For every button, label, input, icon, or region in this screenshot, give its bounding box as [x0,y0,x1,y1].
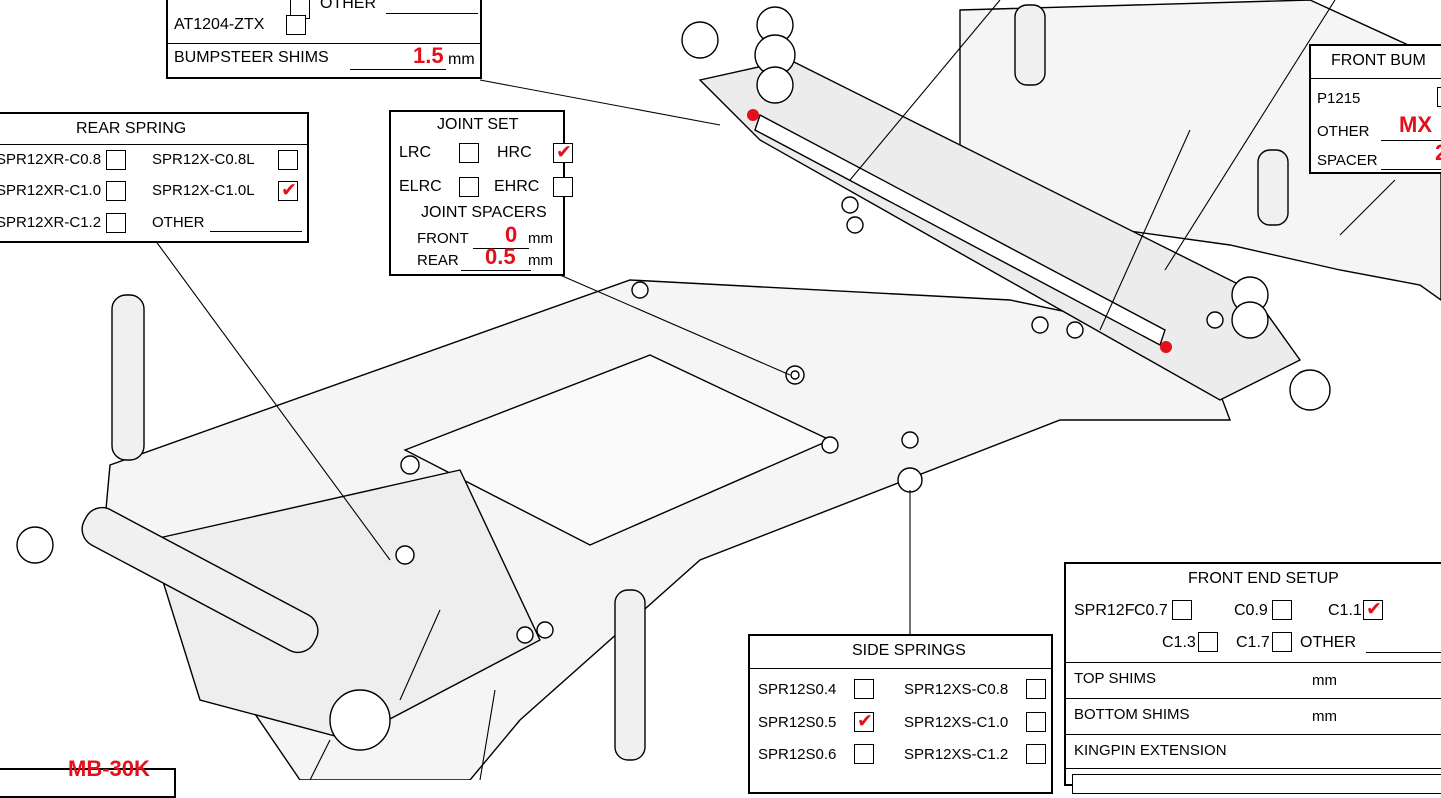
joint-front-unit: mm [528,230,553,247]
bottom-left-value: MB-30K [68,756,150,781]
joint-set-item-label: EHRC [494,178,540,195]
rear-spring-item-label: SPR12XR-C0.8 [0,151,102,168]
bumpsteer-box: OTHER AT1204-ZTX BUMPSTEER SHIMS 1.5 mm [166,0,482,79]
rear-spring-checkbox[interactable] [278,150,298,170]
body-post-rear [111,294,145,461]
rear-spring-checkbox[interactable] [106,181,126,201]
bottom-shims-label: BOTTOM SHIMS [1074,706,1190,723]
side-springs-title: SIDE SPRINGS [852,642,966,659]
check-icon: ✔ [857,711,873,732]
front-end-title: FRONT END SETUP [1188,570,1339,587]
body-post-mid [614,589,646,761]
front-end-item-label: C0.9 [1234,602,1268,619]
joint-set-box: JOINT SET LRC HRC ✔ ELRC EHRC JOINT SPAC… [389,110,573,276]
joint-rear-unit: mm [528,252,553,269]
front-bumper-other-label: OTHER [1317,123,1370,140]
joint-set-checkbox[interactable] [553,177,573,197]
joint-rear-label: REAR [417,252,459,269]
joint-rear-value: 0.5 [485,244,516,269]
side-spring-checkbox[interactable] [1026,712,1046,732]
bumpsteer-unit: mm [448,51,475,68]
rear-spring-box: REAR SPRING SPR12XR-C0.8 SPR12XR-C1.0 SP… [0,112,309,243]
front-end-item-label: C1.3 [1162,634,1196,651]
front-end-setup-box: FRONT END SETUP SPR12F C0.7 C0.9 C1.1 ✔ … [1064,562,1441,794]
other-label: OTHER [320,0,376,12]
joint-set-title: JOINT SET [437,116,519,133]
rear-spring-item-label: SPR12XR-C1.2 [0,214,102,231]
rear-spring-item-label: SPR12XR-C1.0 [0,182,102,199]
joint-set-item-label: HRC [497,144,532,161]
front-bumper-checkbox[interactable] [1437,87,1441,107]
body-post-front-right [1257,149,1289,226]
kingpin-label: KINGPIN EXTENSION [1074,742,1227,759]
bottom-left-box: MB-30K [0,758,176,798]
chassis-diagram [16,0,1441,780]
side-springs-box: SIDE SPRINGS SPR12S0.4 SPR12S0.5 ✔ SPR12… [748,634,1053,794]
joint-set-checkbox-checked[interactable]: ✔ [553,142,573,163]
rear-pod-plate [149,469,541,741]
front-bumper-other-value: MX [1399,112,1432,137]
front-bumper-title: FRONT BUM [1331,52,1426,69]
front-end-spring-label: SPR12F [1074,602,1135,619]
side-spring-checkbox[interactable] [854,744,874,764]
joint-set-item-label: LRC [399,144,432,161]
bottom-shims-unit: mm [1312,708,1337,725]
check-icon: ✔ [281,180,297,201]
rear-spring-checkbox[interactable] [106,213,126,233]
side-spring-item-label: SPR12XS-C0.8 [904,681,1009,698]
front-end-item-label: C0.7 [1134,602,1168,619]
side-spring-item-label: SPR12XS-C1.2 [904,746,1009,763]
front-end-item-label: C1.7 [1236,634,1270,651]
part-label: AT1204-ZTX [174,16,265,33]
front-bumper-part-label: P1215 [1317,90,1361,107]
front-end-checkbox[interactable] [1198,632,1218,652]
front-bumper-box: FRONT BUM P1215 OTHER MX SPACER 2 [1309,44,1441,174]
rear-spring-checkbox-checked[interactable]: ✔ [278,180,298,201]
side-spring-checkbox-checked[interactable]: ✔ [854,711,874,732]
joint-front-label: FRONT [417,230,469,247]
check-icon: ✔ [556,142,572,163]
front-bumper-spacer-value: 2 [1435,142,1441,164]
joint-set-item-label: ELRC [399,178,442,195]
side-spring-checkbox[interactable] [1026,744,1046,764]
front-end-checkbox-checked[interactable]: ✔ [1363,599,1383,620]
front-end-checkbox[interactable] [1172,600,1192,620]
front-end-item-label: OTHER [1300,634,1356,651]
joint-set-checkbox[interactable] [459,177,479,197]
front-end-checkbox[interactable] [1272,632,1292,652]
rear-spring-item-label: SPR12X-C1.0L [152,182,255,199]
side-spring-item-label: SPR12S0.5 [758,714,837,731]
side-spring-item-label: SPR12XS-C1.0 [904,714,1009,731]
side-spring-item-label: SPR12S0.4 [758,681,837,698]
joint-spacers-title: JOINT SPACERS [421,204,547,221]
rear-spring-title: REAR SPRING [76,120,187,137]
bumpsteer-label: BUMPSTEER SHIMS [174,49,329,66]
bumpsteer-value: 1.5 [413,43,444,68]
top-shims-label: TOP SHIMS [1074,670,1156,687]
rear-spring-item-label: OTHER [152,214,205,231]
body-post-front-left [1014,4,1046,86]
side-spring-checkbox[interactable] [1026,679,1046,699]
part-checkbox[interactable] [286,15,306,35]
rear-spring-checkbox[interactable] [106,150,126,170]
rear-spring-item-label: SPR12X-C0.8L [152,151,255,168]
side-spring-item-label: SPR12S0.6 [758,746,837,763]
joint-set-checkbox[interactable] [459,143,479,163]
check-icon: ✔ [1366,599,1382,620]
side-spring-checkbox[interactable] [854,679,874,699]
front-end-item-label: C1.1 [1328,602,1362,619]
rear-axle [81,506,319,654]
joint-front-value: 0 [505,222,518,247]
front-bumper-spacer-label: SPACER [1317,152,1378,169]
top-shims-unit: mm [1312,672,1337,689]
front-end-checkbox[interactable] [1272,600,1292,620]
